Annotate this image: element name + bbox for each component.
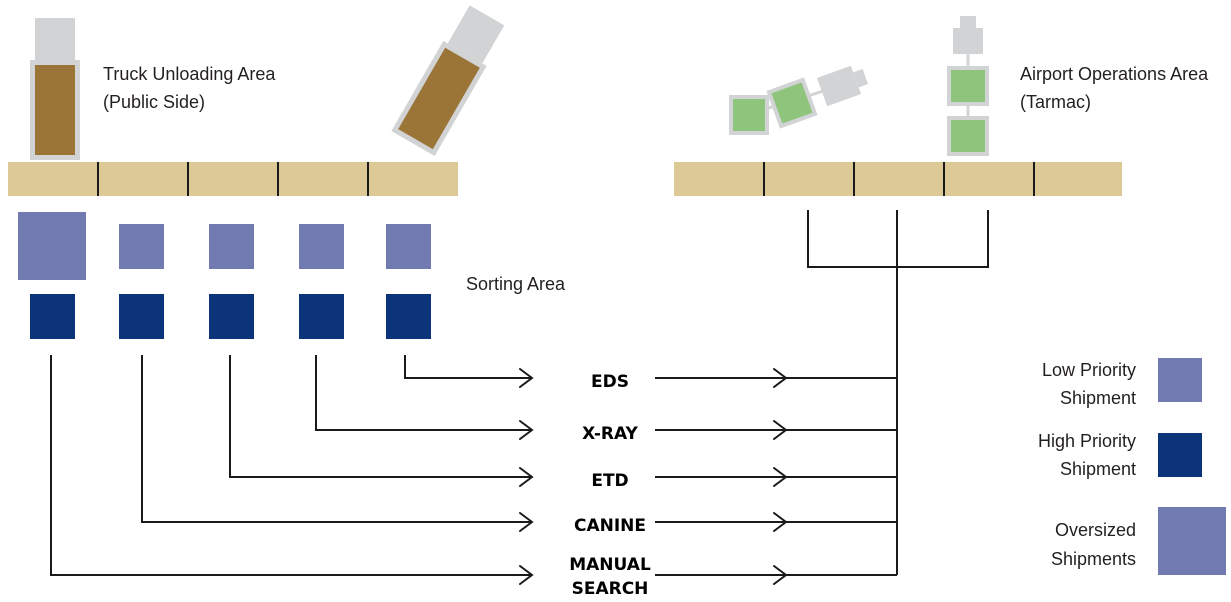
low-priority-shipment bbox=[299, 224, 344, 269]
high-priority-shipment bbox=[119, 294, 164, 339]
screening-methods: EDS X-RAY ETD CANINE MANUAL SEARCH bbox=[569, 372, 651, 599]
loading-dock-public bbox=[8, 162, 458, 196]
airport-area-subtitle: (Tarmac) bbox=[1020, 92, 1091, 112]
method-eds: EDS bbox=[591, 372, 629, 392]
airport-area-title: Airport Operations Area bbox=[1020, 64, 1209, 84]
legend-oversized-line2: Shipments bbox=[1051, 549, 1136, 569]
method-manual-search-line1: MANUAL bbox=[569, 555, 651, 575]
low-priority-shipment bbox=[386, 224, 431, 269]
method-etd: ETD bbox=[591, 471, 628, 491]
truck-angled bbox=[391, 5, 505, 156]
aircraft-cargo-train-angled bbox=[729, 65, 869, 135]
legend-low-priority-line1: Low Priority bbox=[1042, 360, 1136, 380]
oversized-shipment bbox=[18, 212, 86, 280]
screening-routes-out bbox=[655, 210, 989, 585]
sorting-area-low-priority-row bbox=[18, 212, 431, 280]
high-priority-shipment bbox=[209, 294, 254, 339]
low-priority-shipment bbox=[119, 224, 164, 269]
high-priority-shipment bbox=[386, 294, 431, 339]
legend-high-priority-line1: High Priority bbox=[1038, 431, 1136, 451]
legend-low-priority-line2: Shipment bbox=[1060, 388, 1136, 408]
method-manual-search-line2: SEARCH bbox=[572, 579, 649, 599]
method-canine: CANINE bbox=[574, 516, 646, 536]
legend-high-priority-swatch bbox=[1158, 433, 1202, 477]
legend-low-priority-swatch bbox=[1158, 358, 1202, 402]
high-priority-shipment bbox=[299, 294, 344, 339]
truck-area-title: Truck Unloading Area bbox=[103, 64, 276, 84]
legend-high-priority-line2: Shipment bbox=[1060, 459, 1136, 479]
method-x-ray: X-RAY bbox=[582, 424, 638, 444]
legend-oversized-line1: Oversized bbox=[1055, 520, 1136, 540]
low-priority-shipment bbox=[209, 224, 254, 269]
high-priority-shipment bbox=[30, 294, 75, 339]
legend: Low Priority Shipment High Priority Ship… bbox=[1038, 358, 1226, 575]
screening-routes-in bbox=[50, 355, 533, 585]
sorting-area-label: Sorting Area bbox=[466, 274, 566, 294]
truck-area-subtitle: (Public Side) bbox=[103, 92, 205, 112]
loading-dock-tarmac bbox=[674, 162, 1122, 196]
aircraft-cargo-train-vertical bbox=[947, 16, 989, 156]
sorting-area-high-priority-row bbox=[30, 294, 431, 339]
truck-vertical bbox=[30, 18, 80, 160]
legend-oversized-swatch bbox=[1158, 507, 1226, 575]
